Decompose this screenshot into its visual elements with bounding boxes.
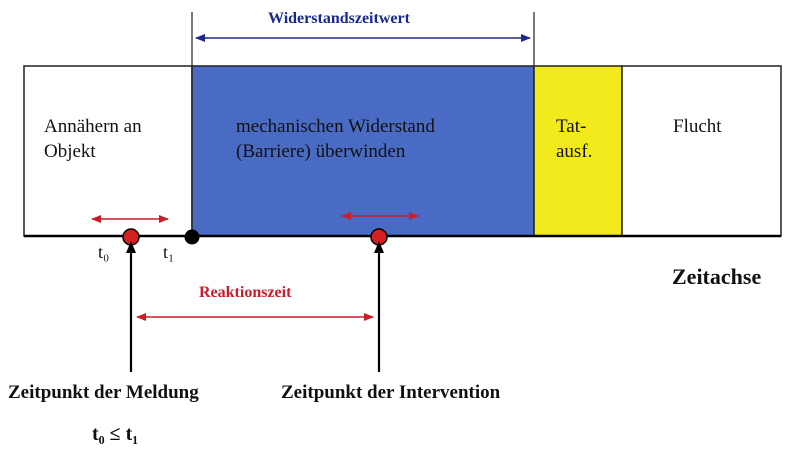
segment-approach-line2: Objekt [44, 141, 96, 163]
segment-barrier [191, 65, 535, 237]
segment-approach-line1: Annähern an [44, 116, 142, 137]
segment-escape-label: Flucht [673, 114, 773, 139]
segment-barrier-line1: mechanischen Widerstand [236, 116, 435, 137]
segment-escape [621, 65, 782, 237]
segment-approach-label: Annähern an Objekt [44, 114, 184, 164]
segment-barrier-label: mechanischen Widerstand (Barriere) überw… [236, 114, 516, 164]
t1-marker [184, 229, 200, 245]
segment-act-line1: Tat- [556, 116, 587, 137]
t0-label: t₀ [98, 242, 110, 262]
time-relation-label: t₀ ≤ t₁ [92, 423, 139, 445]
event-intervention-label: Zeitpunkt der Intervention [281, 382, 501, 403]
segment-barrier-line2: (Barriere) überwinden [236, 141, 406, 163]
segment-escape-line1: Flucht [673, 116, 722, 137]
segment-act-label: Tat- ausf. [556, 114, 616, 164]
event-report-label: Zeitpunkt der Meldung [8, 382, 199, 403]
segment-approach [23, 65, 193, 237]
t1-label: t₁ [163, 242, 175, 262]
segment-act [533, 65, 623, 237]
reaction-time-label: Reaktionszeit [199, 284, 292, 301]
time-axis-label: Zeitachse [672, 264, 762, 289]
resistance-time-label: Widerstandszeitwert [268, 10, 410, 27]
intervention-marker [370, 228, 388, 246]
t0-marker [122, 228, 140, 246]
segment-act-line2: ausf. [556, 141, 593, 163]
